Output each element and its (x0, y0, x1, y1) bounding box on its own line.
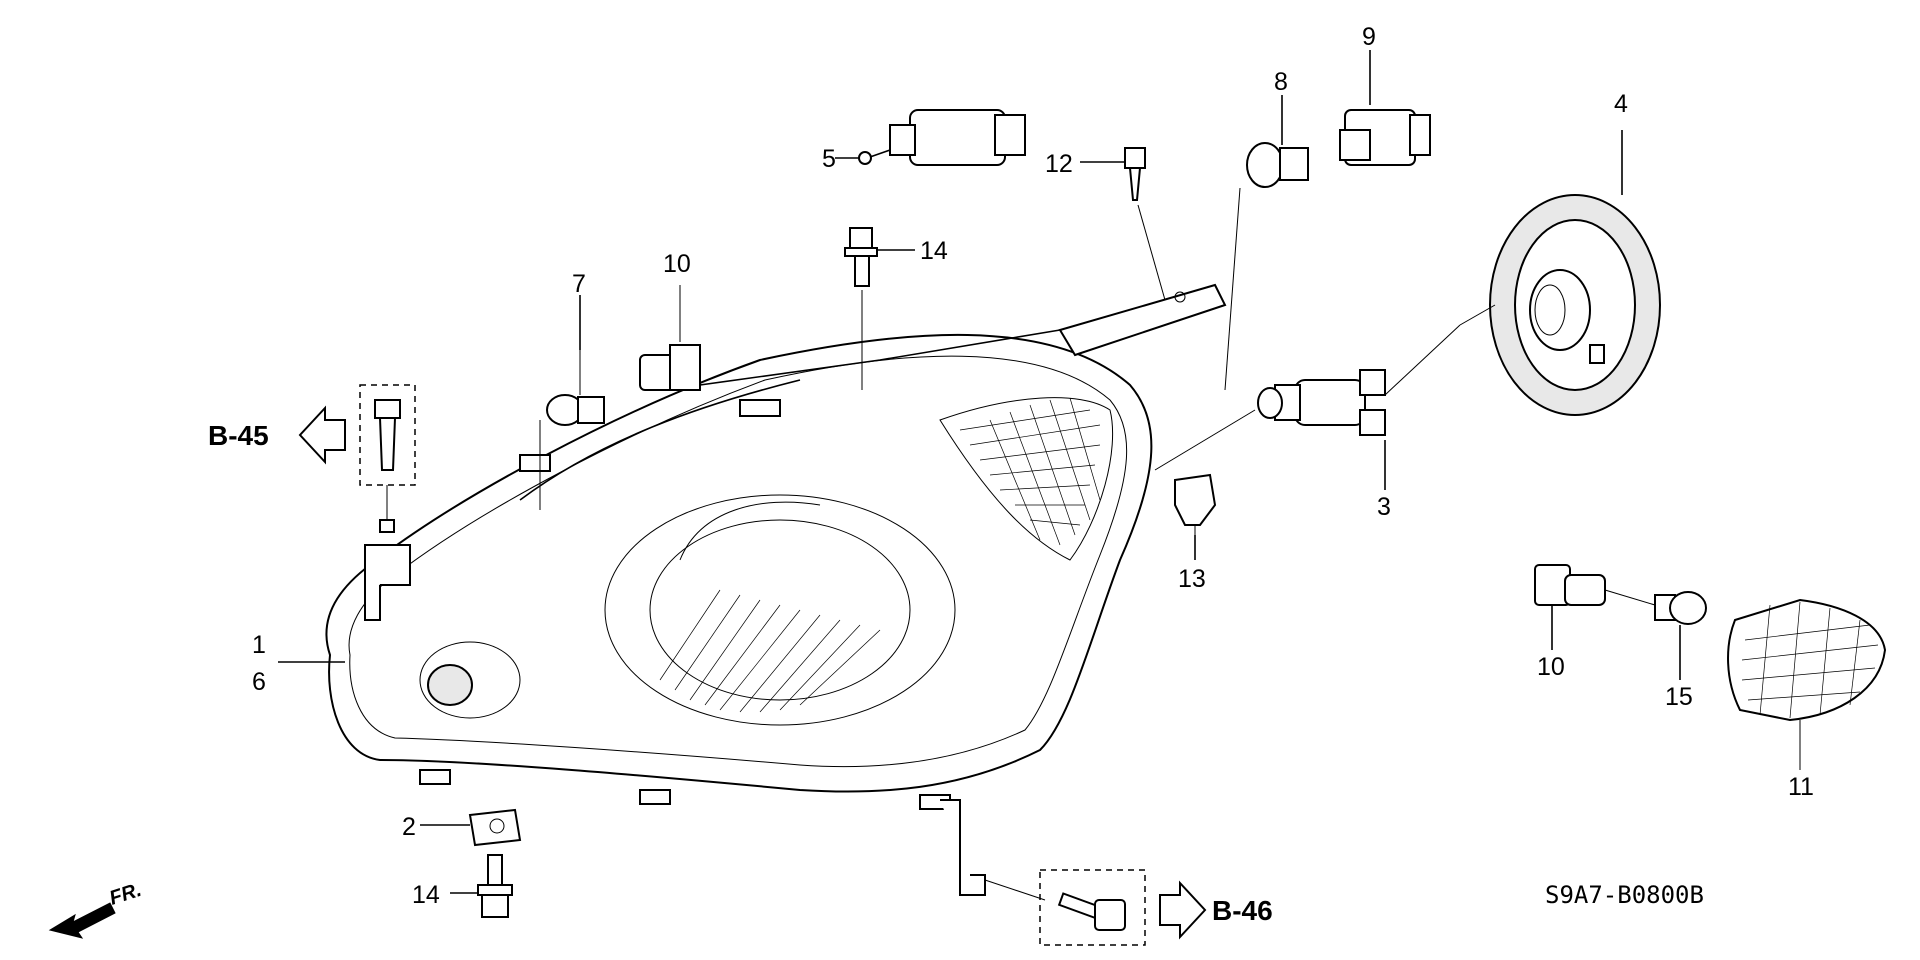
callout-13: 13 (1178, 565, 1206, 593)
callout-12: 12 (1045, 150, 1073, 178)
part-2 (420, 808, 522, 847)
front-label: FR. (107, 879, 144, 910)
part-3 (1154, 324, 1461, 471)
callout-9: 9 (1362, 23, 1376, 51)
b45-arrow (298, 405, 346, 465)
part-15 (1654, 591, 1707, 625)
callout-8: 8 (1274, 68, 1288, 96)
callout-6: 6 (252, 668, 266, 696)
callout-3: 3 (1377, 493, 1391, 521)
reference-b45: B-45 (208, 420, 269, 451)
front-direction-indicator: FR. (48, 879, 144, 939)
part-14-top (844, 227, 915, 390)
reference-b46: B-46 (1212, 895, 1273, 926)
b46-arrow (1159, 880, 1207, 940)
part-4 (1459, 194, 1661, 416)
callout-4: 4 (1614, 90, 1628, 118)
callout-numbers: 1 6 2 14 5 12 14 8 9 4 10 7 3 13 10 15 1… (252, 23, 1814, 909)
part-7 (539, 350, 605, 510)
front-arrow-icon (48, 902, 116, 939)
part-14-bottom (450, 854, 513, 918)
part-10-lower (1534, 564, 1656, 606)
callout-10-lower: 10 (1537, 653, 1565, 681)
callout-1: 1 (252, 631, 266, 659)
part-9 (1339, 109, 1431, 166)
callout-11: 11 (1788, 773, 1814, 801)
callout-10-upper: 10 (663, 250, 691, 278)
part-12 (1080, 147, 1166, 301)
callout-14-top: 14 (920, 237, 948, 265)
callout-5: 5 (822, 145, 836, 173)
part-8 (1224, 142, 1309, 391)
callout-15: 15 (1665, 683, 1693, 711)
callout-7: 7 (572, 270, 586, 298)
part-10-upper (639, 285, 701, 391)
callout-leaders (278, 50, 1681, 680)
diagram-code: S9A7-B0800B (1545, 881, 1704, 909)
part-5 (835, 109, 1026, 166)
b45-clip-box (359, 384, 416, 533)
b46-bolt-box (984, 869, 1146, 946)
headlight-assembly (325, 283, 1227, 896)
part-11 (1727, 598, 1887, 770)
callout-14-bottom: 14 (412, 881, 440, 909)
callout-2: 2 (402, 813, 416, 841)
